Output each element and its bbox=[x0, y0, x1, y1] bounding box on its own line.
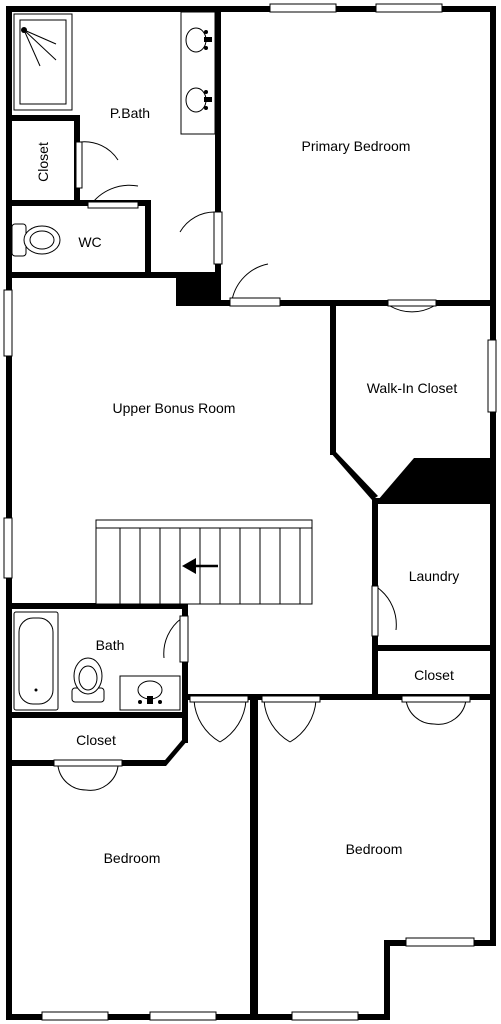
doors bbox=[53, 141, 471, 791]
bathtub-icon bbox=[13, 611, 59, 711]
room-label-closet-pbath: Closet bbox=[35, 142, 51, 182]
room-label-upper-bonus-room: Upper Bonus Room bbox=[113, 400, 236, 416]
room-label-primary-bedroom: Primary Bedroom bbox=[302, 138, 411, 154]
sink-icon bbox=[185, 27, 212, 53]
room-label-closet-laundry: Closet bbox=[414, 667, 454, 683]
room-labels: P.Bath Primary Bedroom Closet WC Upper B… bbox=[35, 105, 459, 866]
room-label-bedroom-left: Bedroom bbox=[104, 850, 161, 866]
sink-icon bbox=[119, 675, 181, 711]
room-label-primary-bath: P.Bath bbox=[110, 105, 150, 121]
arrow-left-icon bbox=[182, 558, 218, 574]
room-label-bedroom-right: Bedroom bbox=[346, 841, 403, 857]
windows bbox=[3, 3, 497, 1021]
toilet-icon bbox=[11, 223, 61, 257]
staircase bbox=[95, 519, 313, 605]
toilet-icon bbox=[71, 657, 105, 703]
room-label-bath: Bath bbox=[96, 637, 125, 653]
room-label-wc: WC bbox=[78, 234, 101, 250]
room-label-closet-hall: Closet bbox=[76, 732, 116, 748]
room-label-laundry: Laundry bbox=[409, 568, 460, 584]
shower-icon bbox=[13, 13, 73, 111]
vanity bbox=[180, 11, 216, 135]
sink-icon bbox=[185, 87, 212, 113]
room-label-walk-in-closet: Walk-In Closet bbox=[367, 380, 458, 396]
